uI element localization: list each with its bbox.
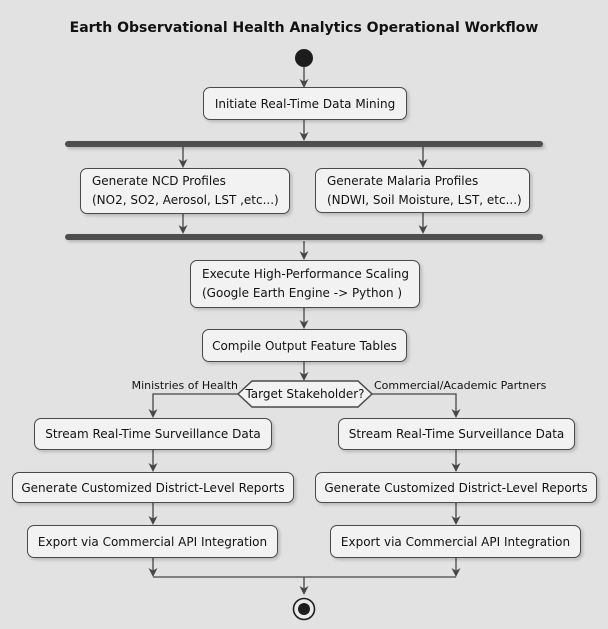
activity-label: Export via Commercial API Integration [340, 534, 571, 549]
branch-label-ministries: Ministries of Health [131, 379, 238, 392]
activity-label: (NDWI, Soil Moisture, LST, etc...) [327, 192, 522, 207]
activity-stream-surveillance-left: Stream Real-Time Surveillance Data [34, 418, 272, 450]
activity-stream-surveillance-right: Stream Real-Time Surveillance Data [338, 418, 575, 450]
arrowhead [178, 225, 188, 234]
activity-label: Compile Output Feature Tables [212, 338, 397, 353]
activity-district-reports-right: Generate Customized District-Level Repor… [315, 472, 597, 503]
diagram-title: Earth Observational Health Analytics Ope… [69, 20, 539, 36]
activity-label: Generate Customized District-Level Repor… [21, 480, 285, 495]
decision-label: Target Stakeholder? [245, 387, 365, 401]
arrowhead [451, 463, 461, 472]
activity-label: Initiate Real-Time Data Mining [214, 96, 396, 111]
arrowhead [418, 225, 428, 234]
activity-label: Generate NCD Profiles [92, 174, 226, 188]
end-node-dot [298, 603, 310, 615]
arrowhead [148, 516, 158, 525]
edge-decision-to-stream-left [152, 393, 238, 415]
activity-label: (NO2, SO2, Aerosol, LST ,etc...) [92, 193, 279, 207]
arrowhead [418, 159, 428, 168]
edge-decision-to-stream-right [372, 393, 457, 415]
arrowhead [299, 320, 309, 329]
join-bar [65, 234, 543, 240]
arrowhead [451, 568, 461, 577]
activity-label: Export via Commercial API Integration [37, 534, 268, 549]
arrowhead [299, 251, 309, 260]
arrowhead [451, 516, 461, 525]
activity-initiate-data-mining: Initiate Real-Time Data Mining [203, 87, 407, 120]
activity-export-api-right: Export via Commercial API Integration [330, 525, 581, 558]
fork-bar [65, 141, 543, 147]
activity-label: Stream Real-Time Surveillance Data [348, 427, 565, 441]
arrowhead [178, 159, 188, 168]
activity-label: Generate Customized District-Level Repor… [324, 480, 588, 495]
activity-generate-malaria-profiles: Generate Malaria Profiles (NDWI, Soil Mo… [315, 168, 530, 213]
activity-label: Generate Malaria Profiles [327, 173, 479, 188]
decision-hexagon [236, 380, 374, 408]
start-node [295, 49, 313, 67]
activity-label: Stream Real-Time Surveillance Data [45, 427, 261, 441]
arrowhead [299, 372, 309, 381]
arrowhead [299, 586, 309, 595]
activity-district-reports-left: Generate Customized District-Level Repor… [12, 472, 294, 503]
activity-label: (Google Earth Engine -> Python ) [202, 286, 403, 300]
activity-export-api-left: Export via Commercial API Integration [27, 525, 278, 558]
arrowhead [299, 132, 309, 141]
arrowhead [451, 409, 461, 418]
arrowhead [148, 409, 158, 418]
activity-label: Execute High-Performance Scaling [202, 267, 410, 281]
activity-generate-ncd-profiles: Generate NCD Profiles (NO2, SO2, Aerosol… [80, 168, 290, 214]
arrowhead [299, 79, 309, 88]
arrowhead [148, 463, 158, 472]
branch-label-commercial: Commercial/Academic Partners [374, 379, 547, 392]
activity-execute-scaling: Execute High-Performance Scaling (Google… [190, 260, 420, 308]
activity-compile-feature-tables: Compile Output Feature Tables [202, 329, 407, 362]
arrowhead [148, 568, 158, 577]
